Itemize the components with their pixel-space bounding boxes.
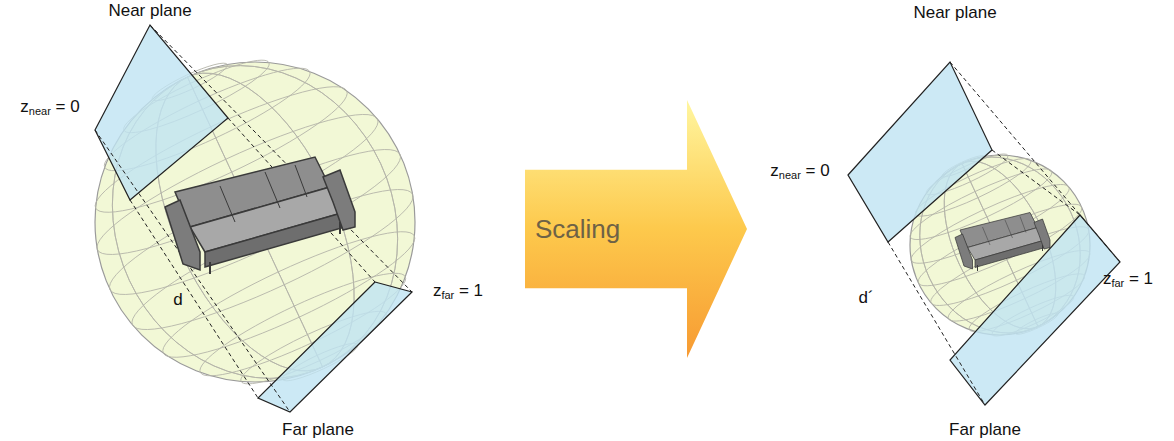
frustum-edge bbox=[150, 25, 412, 292]
sofa bbox=[955, 213, 1050, 272]
figure-label: Far plane bbox=[282, 421, 354, 440]
near-plane bbox=[95, 25, 228, 200]
frustum-edge bbox=[950, 62, 1120, 262]
figure-label: Near plane bbox=[108, 2, 191, 21]
bounding-sphere bbox=[42, 8, 469, 437]
frustum-edge bbox=[992, 150, 1080, 215]
figure-label: Far plane bbox=[949, 421, 1021, 440]
sofa-legs bbox=[978, 245, 1043, 271]
cushion-seams bbox=[983, 217, 1027, 246]
sofa-arm bbox=[955, 234, 973, 269]
arrow-body bbox=[525, 100, 747, 358]
sofa-arm bbox=[323, 170, 355, 230]
figure-label: zfar = 1 bbox=[1103, 270, 1153, 289]
figure-label: d´ bbox=[858, 289, 873, 308]
scaling-arrow: Scaling bbox=[525, 100, 747, 358]
sofa-arm bbox=[165, 200, 200, 270]
sofa-legs bbox=[210, 222, 340, 274]
cushion-seams bbox=[220, 165, 307, 222]
figure-label: d bbox=[173, 291, 182, 310]
far-plane bbox=[258, 282, 412, 412]
meridian bbox=[62, 18, 448, 425]
sofa-arm bbox=[1034, 219, 1050, 249]
near-plane bbox=[848, 62, 992, 242]
figure-label: Near plane bbox=[913, 4, 996, 23]
arrow-label: Scaling bbox=[535, 214, 620, 245]
sofa-front bbox=[205, 212, 345, 267]
figure-label: znear = 0 bbox=[20, 98, 79, 117]
figure-label: znear = 0 bbox=[770, 162, 829, 181]
sofa-front bbox=[975, 240, 1045, 268]
sofa bbox=[165, 157, 355, 274]
figure-label: zfar = 1 bbox=[433, 282, 483, 301]
meridian bbox=[62, 18, 448, 425]
sphere-grid bbox=[42, 8, 469, 437]
